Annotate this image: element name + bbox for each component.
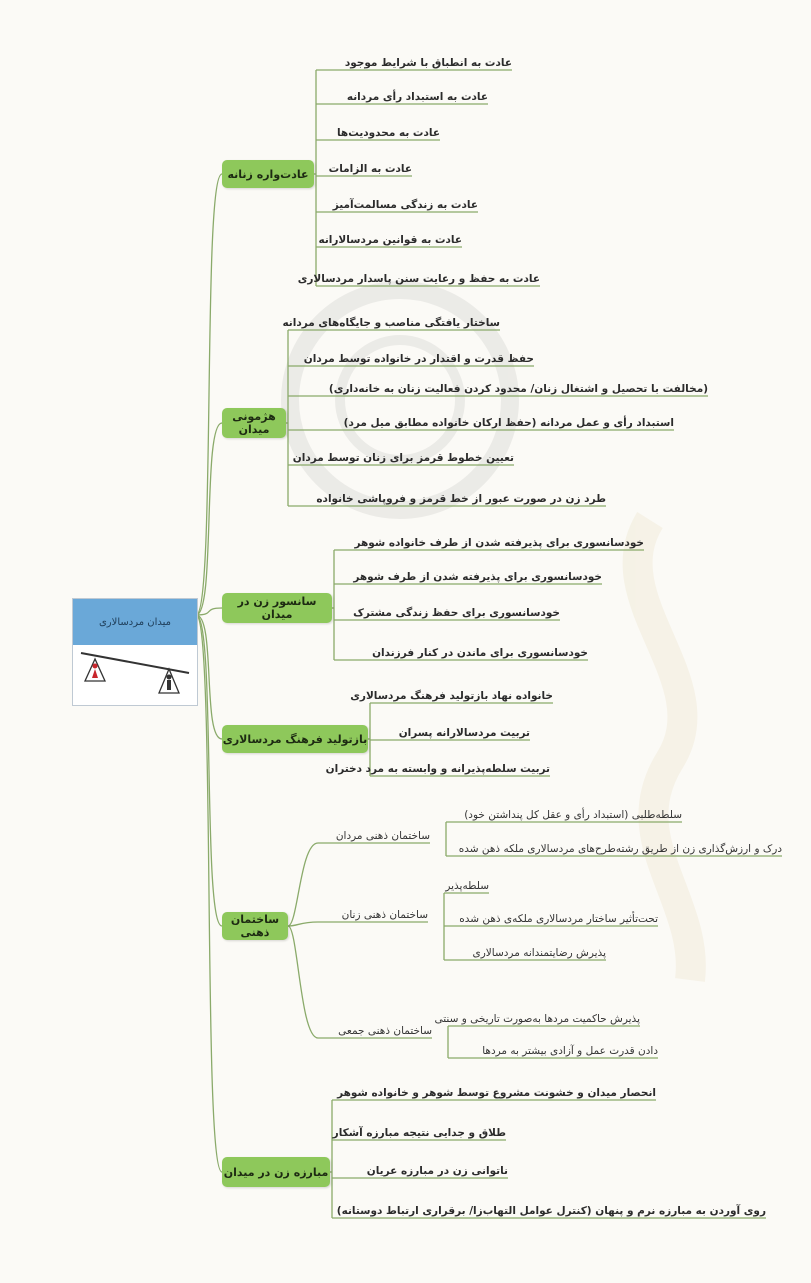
branch-1-item-2: عادت به استبداد رأی مردانه [346,91,488,103]
background-watermark [281,281,706,982]
balance-scale-icon [80,652,190,694]
sub-2-item-3: پذیرش رضایتمندانه مردسالاری [472,947,606,959]
branch-node-1: عادت‌واره زنانه [222,160,314,188]
branch-node-4: بازتولید فرهنگ مردسالاری [222,725,368,753]
branch-1-item-5: عادت به زندگی مسالمت‌آمیز [332,199,478,211]
sub-2-item-2: تحت‌تأثیر ساختار مردسالاری ملکه‌ی ذهن شد… [459,913,658,925]
sub-3-item-2: دادن قدرت عمل و آزادی بیشتر به مردها [482,1045,658,1057]
sub-3-item-1: پذیرش حاکمیت مردها به‌صورت تاریخی و سنتی [434,1013,640,1025]
branch-node-6: مبارزه زن در میدان [222,1157,330,1187]
branch-1-item-3: عادت به محدودیت‌ها [336,127,440,139]
branch-2-item-4: استبداد رأی و عمل مردانه (حفظ ارکان خانو… [343,417,674,429]
female-figure-icon [92,663,98,678]
branch-node-3: سانسور زن در میدان [222,593,332,623]
branch-6-item-4: روی آوردن به مبارزه نرم و پنهان (کنترل ع… [336,1205,766,1217]
branch-1-item-1: عادت به انطباق با شرایط موجود [344,57,512,69]
branch-node-5: ساختمان ذهنی [222,912,288,940]
branch-1-item-6: عادت به قوانین مردسالارانه [318,234,462,246]
branch-2-item-6: طرد زن در صورت عبور از خط قرمز و فروپاشی… [316,493,606,505]
sub-node-2: ساختمان ذهنی زنان [341,909,428,921]
branch-1-item-4: عادت به الزامات [328,163,412,175]
sub-node-1: ساختمان ذهنی مردان [335,830,430,842]
sub-node-3: ساختمان ذهنی جمعی [338,1025,432,1037]
sub-1-item-1: سلطه‌طلبی (استبداد رأی و عقل کل پنداشتن … [464,809,682,821]
branch-3-item-1: خودسانسوری برای پذیرفته شدن از طرف خانوا… [354,537,644,549]
root-node: میدان مردسالاری [72,598,198,706]
branch-6-item-2: طلاق و جدایی نتیجه مبارزه آشکار [332,1127,506,1139]
branch-3-item-4: خودسانسوری برای ماندن در کنار فرزندان [372,647,588,659]
branch-2-item-5: تعیین خطوط قرمز برای زنان توسط مردان [292,452,514,464]
branch-4-item-2: تربیت مردسالارانه پسران [398,727,530,739]
branch-3-item-2: خودسانسوری برای پذیرفته شدن از طرف شوهر [353,571,602,583]
branch-node-2: هژمونی میدان [222,408,286,438]
sub-1-item-2: درک و ارزش‌گذاری زن از طریق رشته‌طرح‌های… [458,843,782,855]
branch-3-item-3: خودسانسوری برای حفظ زندگی مشترک [353,607,560,619]
root-label: میدان مردسالاری [73,599,197,645]
male-figure-icon [166,674,172,690]
branch-2-item-1: ساختار یافتگی مناصب و جایگاه‌های مردانه [282,317,500,329]
connector-lines [195,69,782,1219]
branch-6-item-3: ناتوانی زن در مبارزه عریان [366,1165,508,1177]
branch-4-item-1: خانواده نهاد بازتولید فرهنگ مردسالاری [350,690,553,702]
sub-2-item-1: سلطه‌پذیر [445,880,489,892]
branch-2-item-3: (مخالفت با تحصیل و اشتغال زنان/ محدود کر… [328,383,708,395]
branch-2-item-2: حفظ قدرت و اقتدار در خانواده توسط مردان [303,353,534,365]
branch-4-item-3: تربیت سلطه‌پذیرانه و وابسته به مرد دخترا… [325,763,550,775]
branch-6-item-1: انحصار میدان و خشونت مشروع توسط شوهر و خ… [337,1087,656,1099]
branch-1-item-7: عادت به حفظ و رعایت سنن پاسدار مردسالاری [297,273,540,285]
